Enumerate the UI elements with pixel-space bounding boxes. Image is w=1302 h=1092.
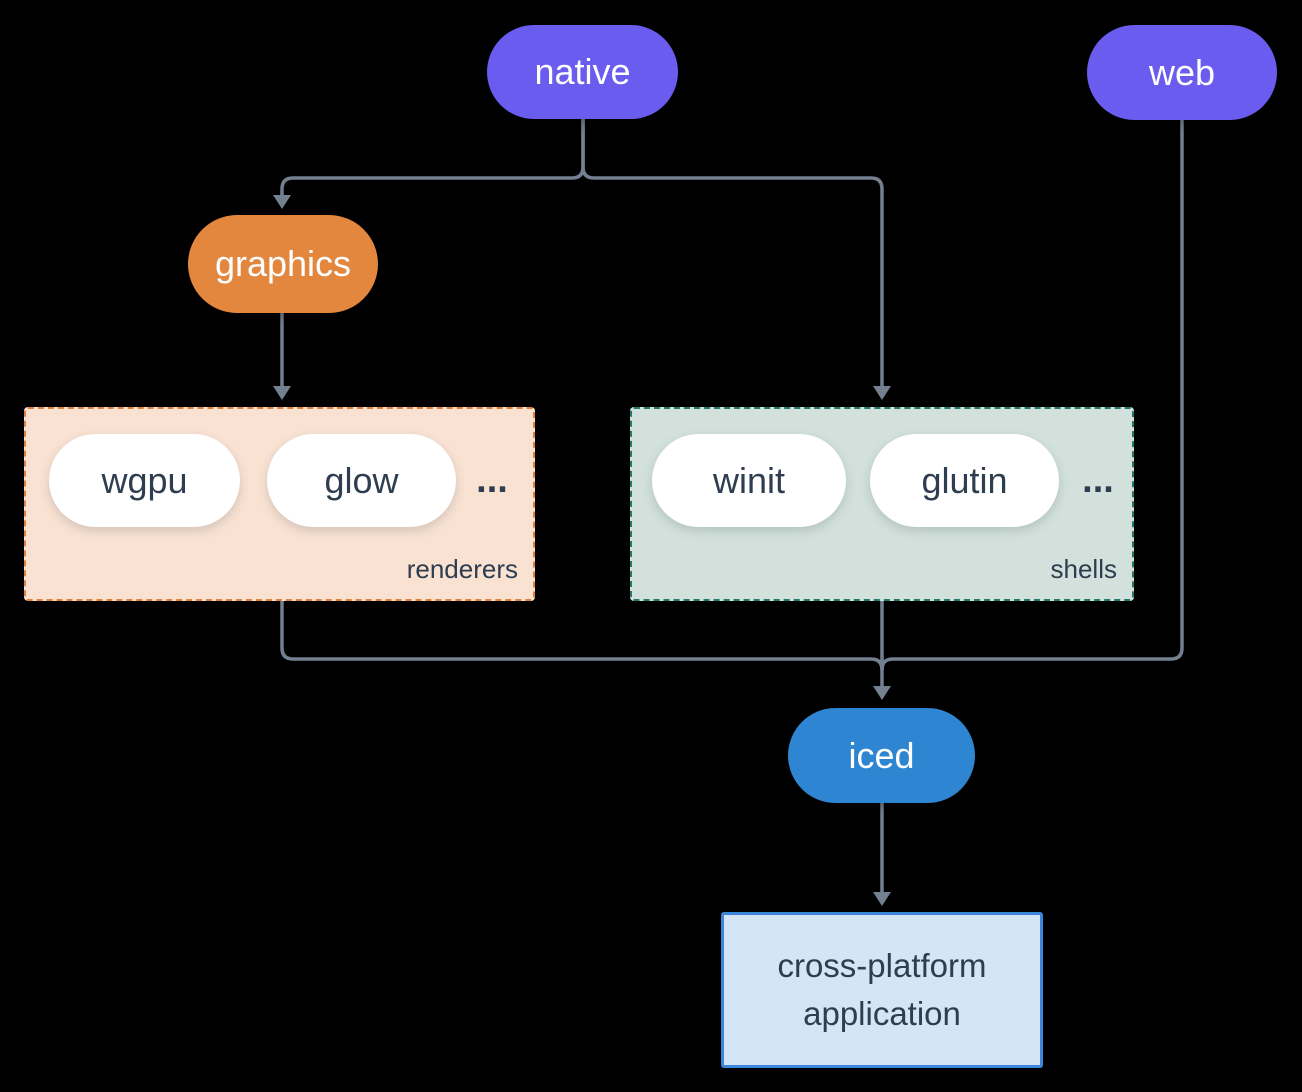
node-winit-label: winit xyxy=(712,459,786,501)
application-label-line2: application xyxy=(803,995,961,1032)
node-glow: glow xyxy=(267,434,456,527)
node-graphics-label: graphics xyxy=(214,243,352,284)
arrowhead-into-renderers xyxy=(273,386,291,400)
group-renderers-label: renderers xyxy=(406,554,518,584)
edge-native-shells xyxy=(581,119,891,400)
edge-native-graphics xyxy=(273,119,585,209)
edge-shells-iced xyxy=(873,601,891,700)
node-cross-platform-application: cross-platform application xyxy=(721,912,1043,1068)
application-label-line1: cross-platform xyxy=(777,947,987,984)
group-shells-label: shells xyxy=(1050,554,1117,584)
shells-ellipsis: ... xyxy=(1082,459,1114,501)
node-native: native xyxy=(487,25,678,119)
node-wgpu: wgpu xyxy=(49,434,240,527)
arrowhead-into-shells xyxy=(873,386,891,400)
node-wgpu-label: wgpu xyxy=(101,459,188,501)
node-glutin-label: glutin xyxy=(921,459,1008,501)
renderers-ellipsis: ... xyxy=(476,459,508,501)
node-web: web xyxy=(1087,25,1277,120)
group-shells: winit glutin ... shells xyxy=(630,407,1134,601)
edge-renderers-iced xyxy=(280,601,884,671)
node-iced-label: iced xyxy=(848,734,915,776)
node-graphics: graphics xyxy=(188,215,378,313)
node-glow-label: glow xyxy=(324,459,399,501)
edge-graphics-renderers xyxy=(273,313,291,400)
arrowhead-into-iced xyxy=(873,686,891,700)
group-renderers: wgpu glow ... renderers xyxy=(24,407,535,601)
edge-iced-application xyxy=(873,803,891,906)
node-winit: winit xyxy=(652,434,846,527)
node-web-label: web xyxy=(1148,51,1216,93)
node-native-label: native xyxy=(534,51,631,92)
node-iced: iced xyxy=(788,708,975,803)
arrowhead-into-graphics xyxy=(273,195,291,209)
node-glutin: glutin xyxy=(870,434,1059,527)
arrowhead-into-application xyxy=(873,892,891,906)
